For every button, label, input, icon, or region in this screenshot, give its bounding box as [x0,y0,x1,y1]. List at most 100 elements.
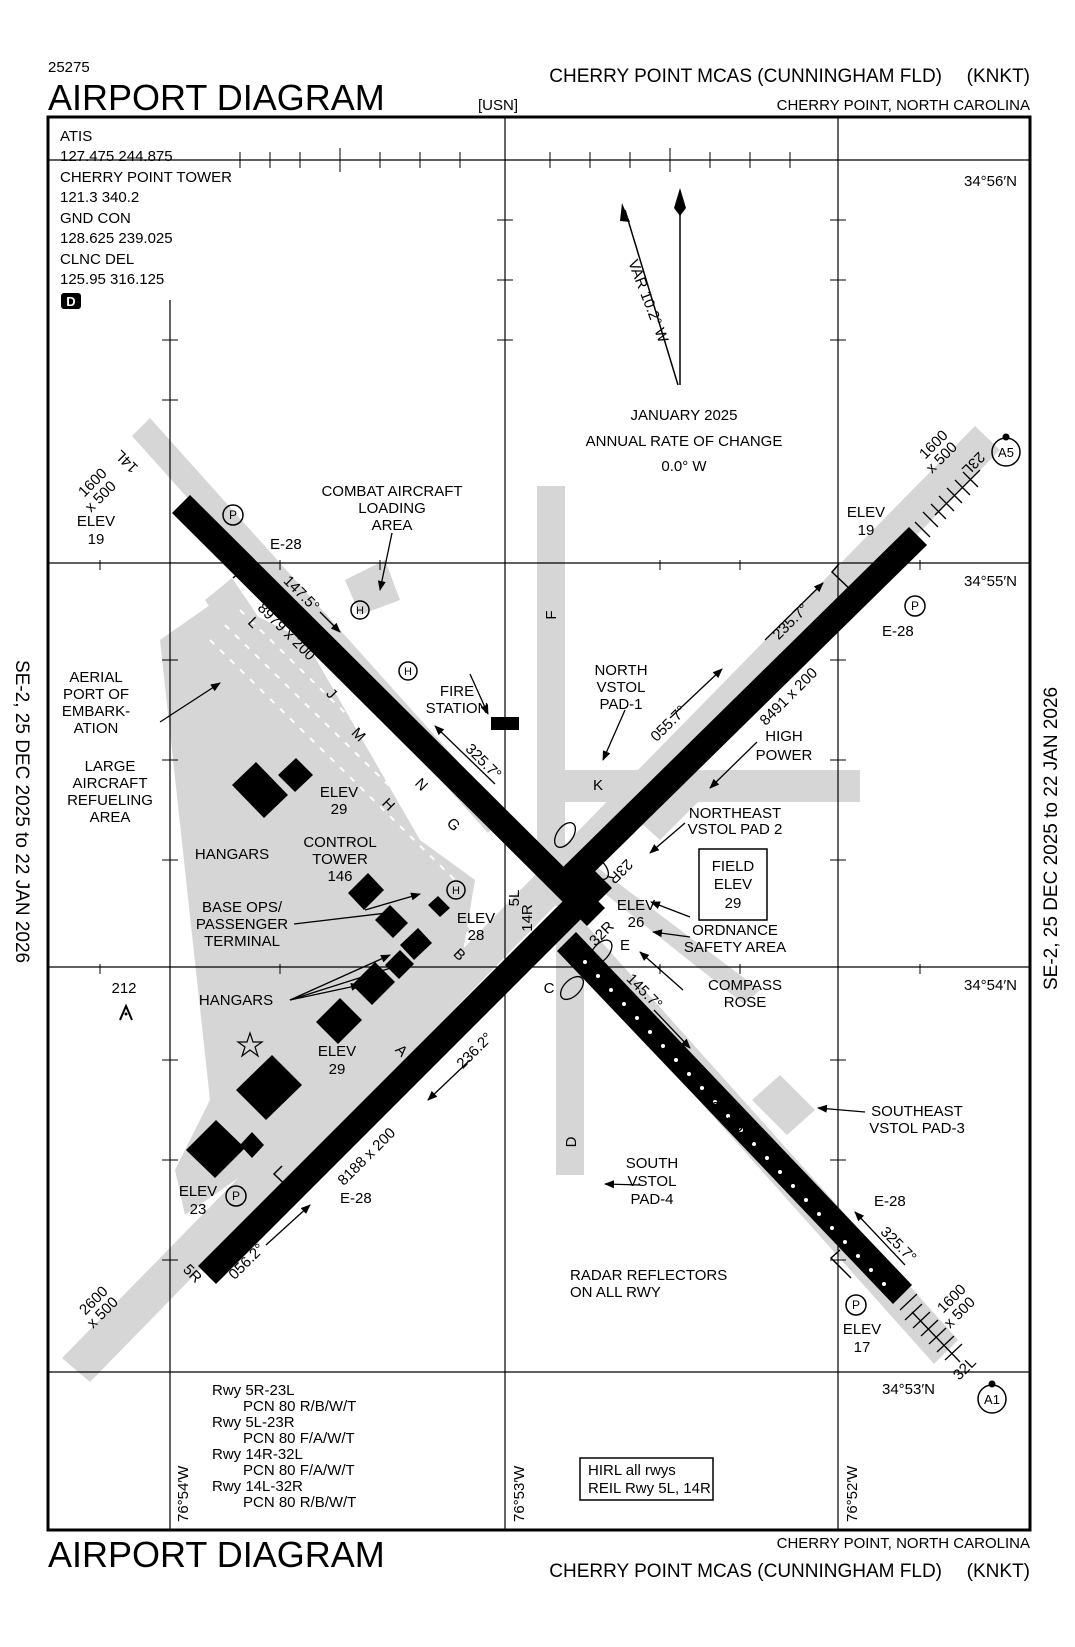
svg-text:ELEV: ELEV [318,1043,356,1060]
parking-icon [904,595,926,617]
hangar-south-1 [352,962,395,1005]
frequency-block: ATIS 127.475 244.875 CHERRY POINT TOWER … [60,128,232,288]
helipad-icon [350,600,370,620]
svg-text:AIRCRAFT: AIRCRAFT [73,775,148,792]
doc-number: 25275 [48,59,90,76]
high-power-label: HIGH POWER [756,728,813,764]
ordnance-label: ORDNANCE SAFETY AREA [684,922,786,956]
compass-rose-label: COMPASS ROSE [708,977,782,1011]
arresting-gear-label: E-28 [270,536,302,553]
field-elevation-box [698,848,768,921]
base-ops-label: BASE OPS/ PASSENGER TERMINAL [196,899,288,950]
rate-of-change-label: ANNUAL RATE OF CHANGE [586,433,783,450]
svg-text:146: 146 [327,868,352,885]
svg-text:HIGH: HIGH [765,728,803,745]
svg-text:PASSENGER: PASSENGER [196,916,288,933]
svg-text:PAD-1: PAD-1 [599,696,642,713]
svg-text:29: 29 [725,895,742,912]
pcn-block: Rwy 5R-23L PCN 80 R/B/W/T Rwy 5L-23R PCN… [212,1382,356,1511]
aerial-port-label: AERIAL PORT OF EMBARK- ATION [62,669,130,737]
svg-text:EMBARK-: EMBARK- [62,703,130,720]
approach-lights-23R [914,469,981,538]
svg-text:AERIAL: AERIAL [69,669,122,686]
runway-heading-arrows [265,582,906,1266]
footer-airport-name: CHERRY POINT MCAS (CUNNINGHAM FLD) [549,1561,942,1582]
runway-14L-32R [172,495,605,926]
svg-text:14R: 14R [519,904,536,932]
svg-text:AREA: AREA [90,809,131,826]
parking-icon [222,504,244,526]
svg-text:LARGE: LARGE [85,758,136,775]
svg-text:F: F [543,610,560,619]
arresting-gear-label: E-28 [340,1190,372,1207]
lon-label: 76°54′W [175,1465,192,1522]
combat-loading-area [345,560,400,615]
svg-text:STATION: STATION [426,700,489,717]
apron-parking-marks [209,609,486,881]
arresting-gear-label: E-28 [874,1193,906,1210]
svg-text:SAFETY AREA: SAFETY AREA [684,939,786,956]
svg-text:AREA: AREA [372,517,413,534]
effective-dates-left: SE-2, 25 DEC 2025 to 22 JAN 2026 [11,660,32,963]
svg-text:VSTOL: VSTOL [628,1173,677,1190]
terminal-building [400,928,432,960]
svg-text:H: H [404,666,412,678]
svg-text:23: 23 [190,1201,207,1218]
svg-text:SOUTH: SOUTH [626,1155,679,1172]
svg-text:ATIS: ATIS [60,128,92,145]
svg-text:127.475 244.875: 127.475 244.875 [60,148,173,165]
svg-text:26: 26 [628,914,645,931]
elevation-labels: ELEV 19 ELEV 19 ELEV 29 ELEV 28 ELEV 26 … [77,504,885,1356]
svg-text:121.3 340.2: 121.3 340.2 [60,189,139,206]
svg-text:32L: 32L [950,1354,980,1384]
svg-text:P: P [229,508,237,522]
svg-text:H: H [356,605,364,617]
svg-text:ELEV: ELEV [320,784,358,801]
arresting-gear-label: E-28 [882,623,914,640]
runway-5L-23R [555,527,927,893]
helipad-letters: H H H [356,605,460,897]
refueling-area-label: LARGE AIRCRAFT REFUELING AREA [67,758,153,826]
svg-text:PCN 80 R/B/W/T: PCN 80 R/B/W/T [243,1398,356,1415]
svg-text:ELEV: ELEV [847,504,885,521]
d-badge-label: D [66,294,75,309]
svg-text:ROSE: ROSE [724,994,767,1011]
svg-text:29: 29 [331,801,348,818]
parking-symbols [222,504,926,1316]
lon-label: 76°52′W [844,1465,861,1522]
svg-text:Rwy 5L-23R: Rwy 5L-23R [212,1414,295,1431]
compass-rose-icon [553,821,613,1001]
small-building [428,896,450,917]
runways [172,495,927,1304]
svg-text:NORTH: NORTH [594,662,647,679]
svg-text:H: H [452,885,460,897]
svg-text:CLNC DEL: CLNC DEL [60,251,134,268]
svg-text:28: 28 [468,927,485,944]
buildings [186,717,519,1178]
footer-title: AIRPORT DIAGRAM [48,1534,385,1575]
svg-text:PCN 80 R/B/W/T: PCN 80 R/B/W/T [243,1494,356,1511]
beacon-star-icon [236,1031,264,1058]
effective-dates-right: SE-2, 25 DEC 2025 to 22 JAN 2026 [1041,687,1062,990]
hangar-south-4 [186,1120,245,1178]
svg-text:14L: 14L [112,446,142,476]
combat-loading-label: COMBAT AIRCRAFT LOADING AREA [321,483,462,534]
svg-text:BASE OPS/: BASE OPS/ [202,899,283,916]
main-apron [160,598,475,1215]
taxiway-D [556,935,584,1175]
svg-text:29: 29 [329,1061,346,1078]
svg-text:PAD-4: PAD-4 [630,1191,673,1208]
helipad-icon [398,661,418,681]
lat-label: 34°53′N [882,1381,935,1398]
svg-text:ON ALL RWY: ON ALL RWY [570,1284,661,1301]
svg-text:Rwy 5R-23L: Rwy 5R-23L [212,1382,295,1399]
taxiway-E [575,862,760,1004]
svg-text:C: C [544,980,555,997]
svg-text:P: P [911,599,919,613]
north-vstol-label: NORTH VSTOL PAD-1 [594,662,647,713]
svg-text:P: P [852,1298,860,1312]
svg-text:COMPASS: COMPASS [708,977,782,994]
svg-text:FIELD: FIELD [712,858,755,875]
runway-14R-32L [557,932,912,1304]
lighting-box [579,1457,714,1501]
